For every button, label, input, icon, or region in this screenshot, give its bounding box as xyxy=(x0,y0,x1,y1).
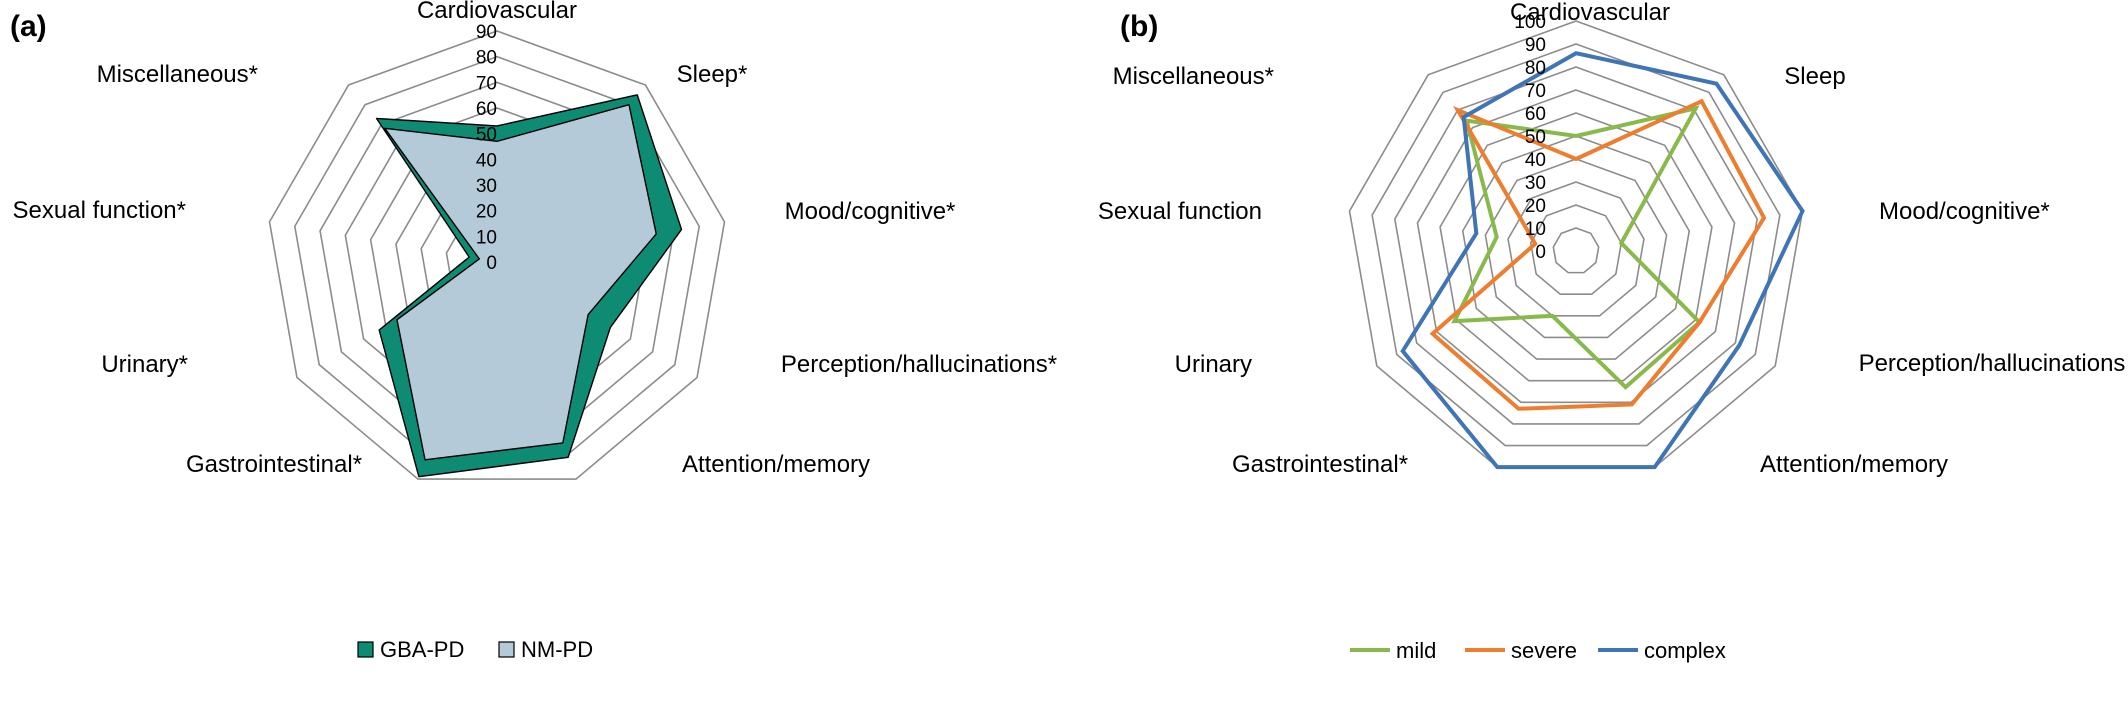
grid-ring xyxy=(1416,89,1736,404)
category-label-perception-hallucinations: Perception/hallucinations xyxy=(1859,350,2126,377)
grid-ring xyxy=(268,30,726,480)
tick-label: 80 xyxy=(1525,58,1546,79)
tick-label: 30 xyxy=(1525,173,1546,194)
legend: mild severe complex xyxy=(1350,638,1726,663)
grid-ring xyxy=(1552,227,1600,274)
panel-label-b: (b) xyxy=(1120,10,1158,43)
tick-label: 50 xyxy=(476,125,497,146)
tick-label: 60 xyxy=(476,99,497,120)
category-label-gastrointestinal: Gastrointestinal* xyxy=(186,451,362,478)
category-label-miscellaneous: Miscellaneous* xyxy=(97,61,258,88)
grid-rings xyxy=(1348,20,1804,468)
category-label-mood-cognitive: Mood/cognitive* xyxy=(1879,198,2050,225)
tick-label: 80 xyxy=(476,48,497,69)
legend-label-mild: mild xyxy=(1396,638,1436,663)
tick-label: 50 xyxy=(1525,127,1546,148)
grid-ring xyxy=(1484,158,1668,339)
category-label-sexual-function: Sexual function xyxy=(1098,198,1262,225)
series-line-complex xyxy=(1400,51,1805,470)
category-label-sleep: Sleep xyxy=(1784,63,1845,90)
legend-label-nm-pd: NM-PD xyxy=(521,637,593,662)
tick-label: 70 xyxy=(1525,81,1546,102)
tick-label: 100 xyxy=(1514,12,1546,33)
category-label-gastrointestinal: Gastrointestinal* xyxy=(1232,451,1408,478)
grid-ring xyxy=(1461,135,1691,360)
tick-label: 30 xyxy=(476,176,497,197)
grid-ring xyxy=(1439,112,1713,382)
category-label-urinary: Urinary xyxy=(1175,351,1252,378)
grid-ring xyxy=(1529,204,1623,296)
category-label-mood-cognitive: Mood/cognitive* xyxy=(785,198,956,225)
tick-label: 20 xyxy=(476,202,497,223)
grid-ring xyxy=(1393,66,1759,425)
grid-ring xyxy=(1348,20,1804,468)
legend: GBA-PD NM-PD xyxy=(357,637,593,662)
panel-label-a: (a) xyxy=(10,10,47,43)
legend-label-complex: complex xyxy=(1644,638,1726,663)
tick-label: 60 xyxy=(1525,104,1546,125)
series-line-mild xyxy=(1451,105,1703,390)
legend-swatch-nm-pd xyxy=(498,641,515,658)
tick-label: 90 xyxy=(1525,35,1546,56)
category-label-perception-hallucinations: Perception/hallucinations* xyxy=(781,351,1057,378)
tick-label: 0 xyxy=(486,253,497,274)
series-line-severe xyxy=(1429,98,1767,411)
tick-label: 90 xyxy=(476,22,497,43)
category-label-attention-memory: Attention/memory xyxy=(682,451,870,478)
legend-swatch-gba-pd xyxy=(357,641,374,658)
series-area-nm-pd xyxy=(384,104,657,461)
category-label-cardiovascular: Cardiovascular xyxy=(417,0,577,24)
tick-label: 70 xyxy=(476,73,497,94)
category-label-attention-memory: Attention/memory xyxy=(1760,451,1948,478)
category-label-cardiovascular: Cardiovascular xyxy=(1510,0,1670,26)
tick-label: 40 xyxy=(1525,150,1546,171)
tick-label: 10 xyxy=(476,227,497,248)
category-label-sleep: Sleep* xyxy=(677,61,748,88)
radar-chart-a: (a) 0 10 20 30 40 50 60 70 80 90 CardiovascularSl… xyxy=(10,0,1057,662)
category-label-sexual-function: Sexual function* xyxy=(13,197,186,224)
legend-label-gba-pd: GBA-PD xyxy=(380,637,464,662)
tick-label: 0 xyxy=(1535,242,1546,263)
tick-label: 10 xyxy=(1525,219,1546,240)
legend-label-severe: severe xyxy=(1511,638,1577,663)
tick-label: 40 xyxy=(476,150,497,171)
grid-ring xyxy=(1371,43,1781,447)
tick-label: 20 xyxy=(1525,196,1546,217)
category-label-miscellaneous: Miscellaneous* xyxy=(1113,63,1274,90)
category-label-urinary: Urinary* xyxy=(101,351,188,378)
